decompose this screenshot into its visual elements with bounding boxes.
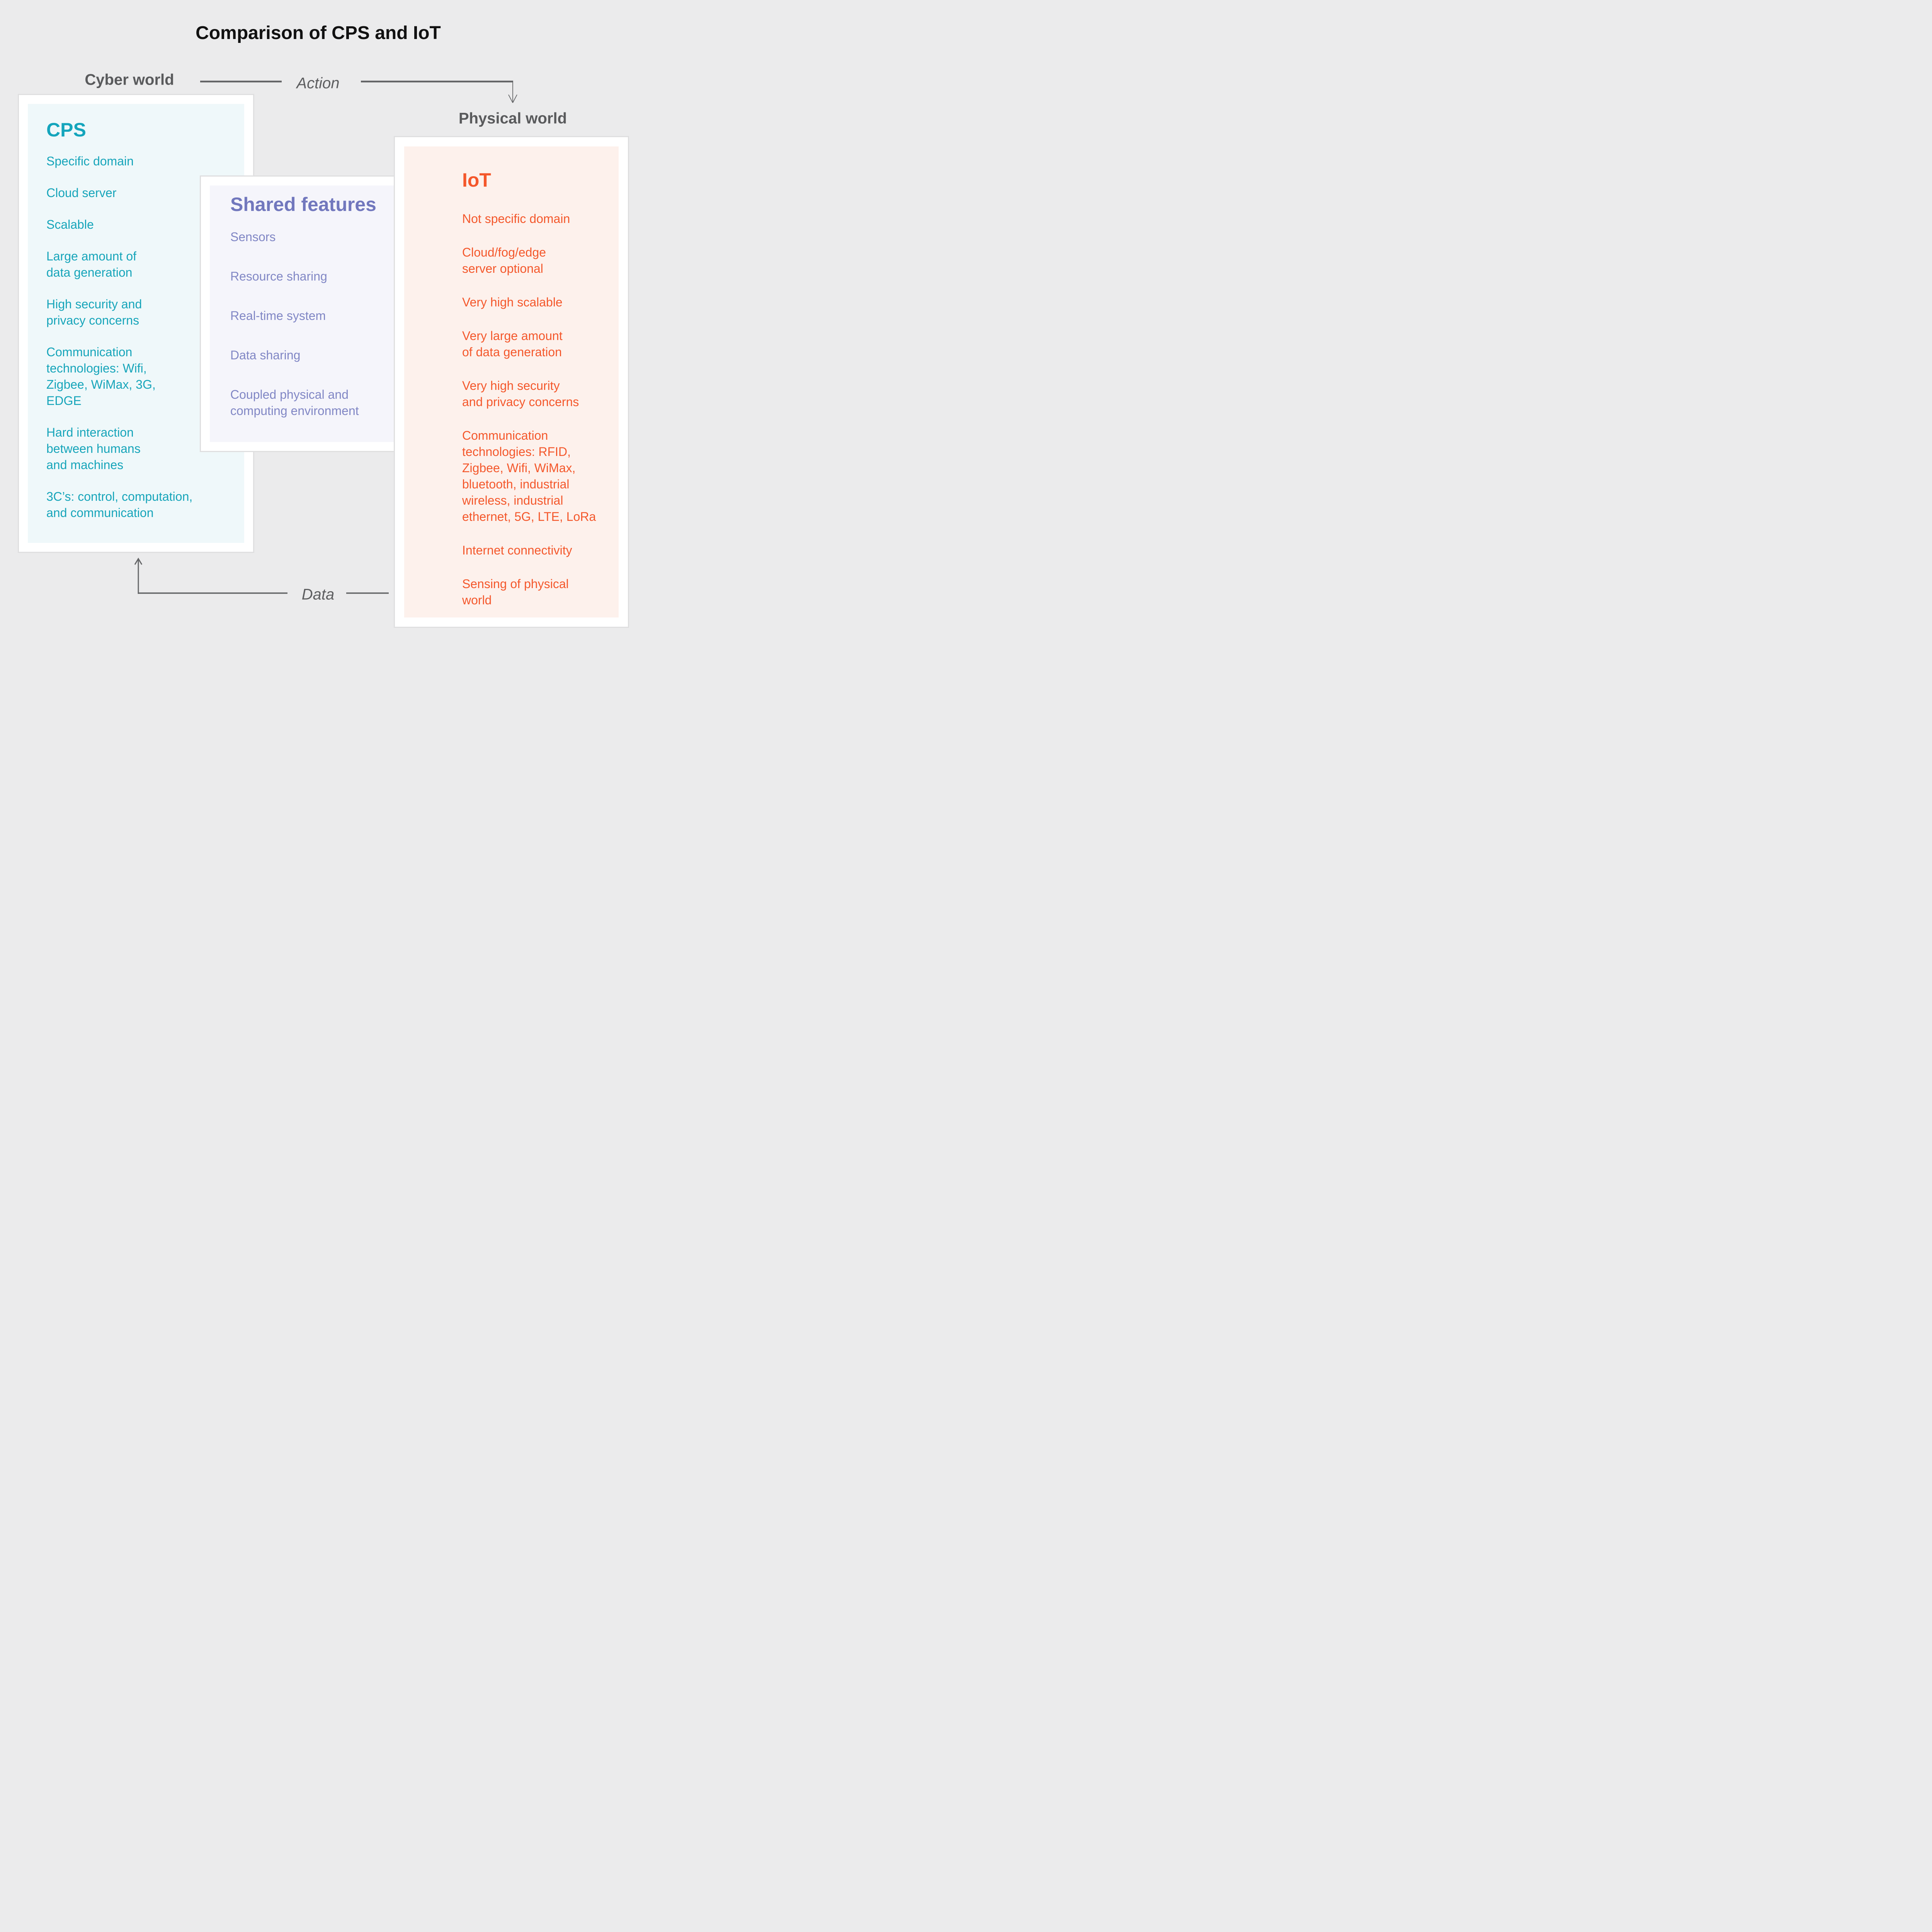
- list-item: Specific domain: [46, 154, 134, 168]
- list-item: Real-time system: [230, 309, 326, 323]
- list-item: 3C’s: control, computation, and communic…: [46, 490, 193, 520]
- list-item: Sensing of physical world: [462, 577, 569, 607]
- list-item: Communication technologies: RFID, Zigbee…: [462, 429, 596, 524]
- cps-heading: CPS: [46, 119, 86, 141]
- list-item: Scalable: [46, 218, 94, 231]
- list-item: Very high security and privacy concerns: [462, 379, 579, 409]
- list-item: Coupled physical and computing environme…: [230, 388, 359, 418]
- list-item: High security and privacy concerns: [46, 297, 142, 327]
- list-item: Not specific domain: [462, 212, 570, 226]
- list-item: Cloud server: [46, 186, 117, 200]
- page-title: Comparison of CPS and IoT: [196, 23, 441, 43]
- data-arrow: [134, 558, 389, 594]
- action-label: Action: [296, 75, 340, 92]
- list-item: Internet connectivity: [462, 543, 572, 557]
- data-arrowhead-icon: [134, 558, 143, 565]
- list-item: Hard interaction between humans and mach…: [46, 425, 141, 472]
- list-item: Communication technologies: Wifi, Zigbee…: [46, 345, 156, 408]
- list-item: Sensors: [230, 230, 276, 244]
- data-label: Data: [301, 586, 335, 603]
- list-item: Very large amount of data generation: [462, 329, 563, 359]
- list-item: Data sharing: [230, 348, 301, 362]
- list-item: Large amount of data generation: [46, 249, 137, 279]
- list-item: Cloud/fog/edge server optional: [462, 245, 546, 276]
- cyber-world-label: Cyber world: [85, 71, 174, 88]
- list-item: Resource sharing: [230, 269, 327, 283]
- comparison-diagram: Comparison of CPS and IoT Cyber world Ac…: [0, 0, 644, 648]
- iot-heading: IoT: [462, 169, 491, 191]
- action-arrowhead-icon: [508, 94, 517, 103]
- physical-world-label: Physical world: [458, 110, 567, 127]
- list-item: Very high scalable: [462, 295, 563, 309]
- shared-features-heading: Shared features: [230, 194, 376, 215]
